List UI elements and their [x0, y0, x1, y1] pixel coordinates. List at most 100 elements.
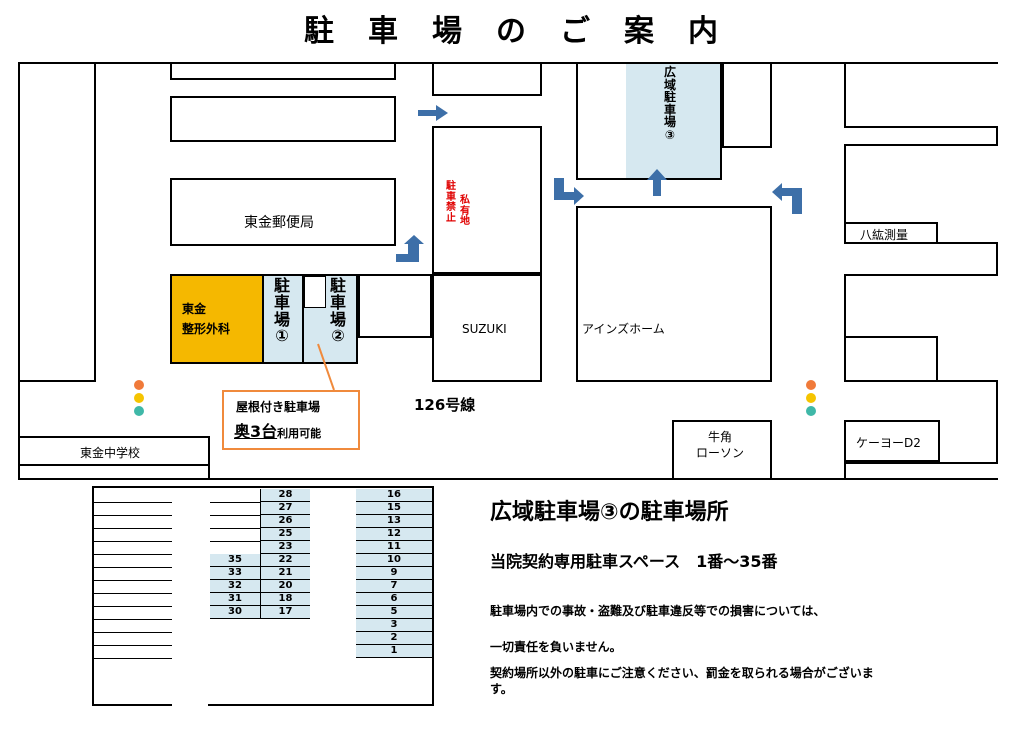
stall-line — [94, 606, 172, 607]
parking-space-number: 22 — [260, 554, 310, 567]
callout-big: 奥3台 — [234, 422, 278, 441]
stall-line — [94, 619, 172, 620]
parking-space-number: 20 — [260, 580, 310, 593]
info-note-2: 一切責任を負いません。 — [490, 640, 622, 654]
gyukaku-label-2: ローソン — [696, 446, 745, 460]
block — [844, 222, 938, 244]
private-land-label: 私有地 — [460, 195, 470, 227]
parking-space-number: 3 — [356, 619, 432, 632]
block — [20, 64, 96, 382]
parking-space-number: 33 — [210, 567, 260, 580]
parking-space-number: 25 — [260, 528, 310, 541]
parking-3 — [626, 64, 720, 178]
info-heading: 広域駐車場③の駐車場所 — [490, 500, 729, 525]
clinic-label-1: 東金 — [182, 302, 207, 316]
parking-space-number: 28 — [260, 489, 310, 502]
block — [844, 64, 998, 128]
arrow-turn-icon — [554, 178, 584, 205]
block — [170, 64, 396, 80]
callout-line1: 屋根付き駐車場 — [236, 400, 321, 414]
parking-space-number: 5 — [356, 606, 432, 619]
parking-space-number: 16 — [356, 489, 432, 502]
parking-space-number: 11 — [356, 541, 432, 554]
block — [432, 64, 542, 96]
parking-space-number: 26 — [260, 515, 310, 528]
block — [844, 462, 998, 478]
stall-line — [94, 554, 172, 555]
arrow-turn-icon — [396, 235, 424, 262]
info-note-3: 契約場所以外の駐車にご注意ください、罰金を取られる場合がございま — [490, 666, 874, 680]
block — [672, 420, 772, 478]
callout-small: 利用可能 — [277, 427, 322, 440]
info-note-4: す。 — [490, 682, 513, 696]
suzuki-label: SUZUKI — [462, 322, 507, 336]
arrow-right-icon — [418, 105, 448, 121]
parking-space-number: 2 — [356, 632, 432, 645]
block — [576, 206, 772, 382]
parking-space-number: 27 — [260, 502, 310, 515]
k2-label: ケーヨーD2 — [856, 436, 921, 450]
callout-line2: 奥3台利用可能 — [234, 418, 321, 442]
arrow-turn-icon — [772, 183, 802, 214]
clinic-label-2: 整形外科 — [182, 322, 231, 336]
traffic-light-icon — [130, 378, 148, 418]
block — [20, 436, 210, 466]
stall-line — [210, 528, 260, 529]
stall-line — [94, 632, 172, 633]
traffic-light-icon — [802, 378, 820, 418]
lot-bottom-left — [92, 704, 172, 706]
block — [432, 126, 542, 274]
block — [358, 274, 432, 338]
parking-space-number: 12 — [356, 528, 432, 541]
no-parking-label: 駐車禁止 — [446, 181, 456, 224]
parking-2-space — [304, 276, 326, 308]
lot-bottom-right — [208, 704, 434, 706]
parking-space-number: 18 — [260, 593, 310, 606]
arrow-up-icon — [647, 169, 667, 196]
parking-space-number: 10 — [356, 554, 432, 567]
route-label: 126号線 — [414, 396, 476, 414]
parking-space-number: 6 — [356, 593, 432, 606]
stall-line — [210, 502, 260, 503]
post-office-label: 東金郵便局 — [244, 215, 314, 231]
parking-space-number: 31 — [210, 593, 260, 606]
gyukaku-label-1: 牛角 — [708, 430, 733, 444]
parking-space-number: 23 — [260, 541, 310, 554]
parking-space-number: 7 — [356, 580, 432, 593]
stall-line — [210, 515, 260, 516]
callout-box — [222, 390, 360, 450]
parking-space-number: 15 — [356, 502, 432, 515]
parking-space-number: 35 — [210, 554, 260, 567]
parking-space-number: 21 — [260, 567, 310, 580]
block — [432, 274, 542, 382]
block — [170, 96, 396, 142]
block — [844, 336, 938, 382]
page-title: 駐 車 場 の ご 案 内 — [304, 14, 720, 49]
stall-line — [94, 528, 172, 529]
block — [722, 64, 772, 148]
stall-line — [210, 541, 260, 542]
parking-1 — [264, 276, 304, 362]
ains-home-label: アインズホーム — [582, 322, 665, 336]
block — [844, 420, 940, 462]
stall-line — [94, 567, 172, 568]
stall-line — [94, 541, 172, 542]
info-note-1: 駐車場内での事故・盗難及び駐車違反等での損害については、 — [490, 604, 826, 618]
clinic — [172, 276, 264, 362]
stall-line — [94, 645, 172, 646]
parking-space-number: 9 — [356, 567, 432, 580]
block — [170, 178, 396, 246]
hakko-label: 八紘測量 — [860, 228, 909, 242]
callout-pointer — [317, 343, 335, 391]
map-frame — [18, 62, 998, 480]
parking-space-number: 13 — [356, 515, 432, 528]
stall-line — [94, 658, 172, 659]
stall-line — [94, 515, 172, 516]
stall-line — [94, 580, 172, 581]
junior-high-label: 東金中学校 — [80, 446, 141, 460]
parking-space-number: 32 — [210, 580, 260, 593]
info-subheading: 当院契約専用駐車スペース 1番～35番 — [490, 552, 778, 571]
